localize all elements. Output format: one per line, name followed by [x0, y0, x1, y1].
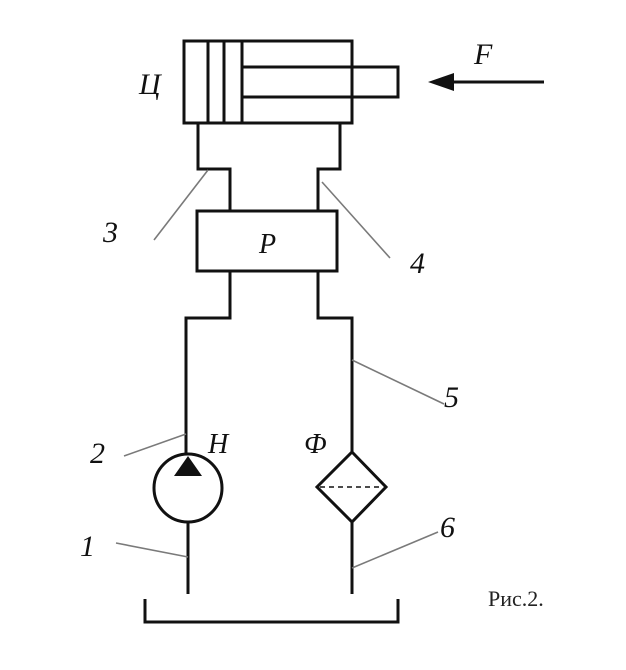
label-pipe-2: 2	[90, 437, 105, 470]
pipe-4	[316, 123, 342, 211]
leader-6	[351, 531, 439, 569]
label-distributor: Р	[258, 229, 276, 260]
label-cylinder: Ц	[138, 68, 163, 101]
label-filter: Ф	[304, 429, 327, 460]
label-pipe-4: 4	[410, 247, 425, 280]
cylinder	[182, 39, 400, 125]
filter	[314, 449, 389, 525]
leader-1	[115, 542, 189, 558]
label-pipe-3: 3	[102, 216, 118, 249]
pipe-3	[196, 123, 232, 211]
label-pipe-5: 5	[444, 381, 459, 414]
pump	[152, 452, 224, 524]
pump-triangle-icon	[174, 456, 202, 476]
force-arrow	[428, 73, 544, 91]
label-force: F	[473, 38, 493, 71]
label-pump: Н	[207, 429, 230, 460]
leader-4	[321, 181, 391, 259]
distributor	[195, 209, 339, 273]
leader-5	[351, 359, 445, 405]
pipe-2	[184, 271, 232, 455]
leader-3	[153, 169, 209, 241]
force-arrow-head	[428, 73, 454, 91]
cylinder-body	[182, 39, 354, 125]
leader-2	[123, 433, 187, 457]
tank	[143, 599, 400, 624]
label-pipe-1: 1	[80, 530, 95, 563]
figure-caption: Рис.2.	[488, 586, 544, 611]
piston-rod	[240, 65, 400, 99]
pipe-5	[316, 271, 354, 452]
label-pipe-6: 6	[440, 511, 455, 544]
